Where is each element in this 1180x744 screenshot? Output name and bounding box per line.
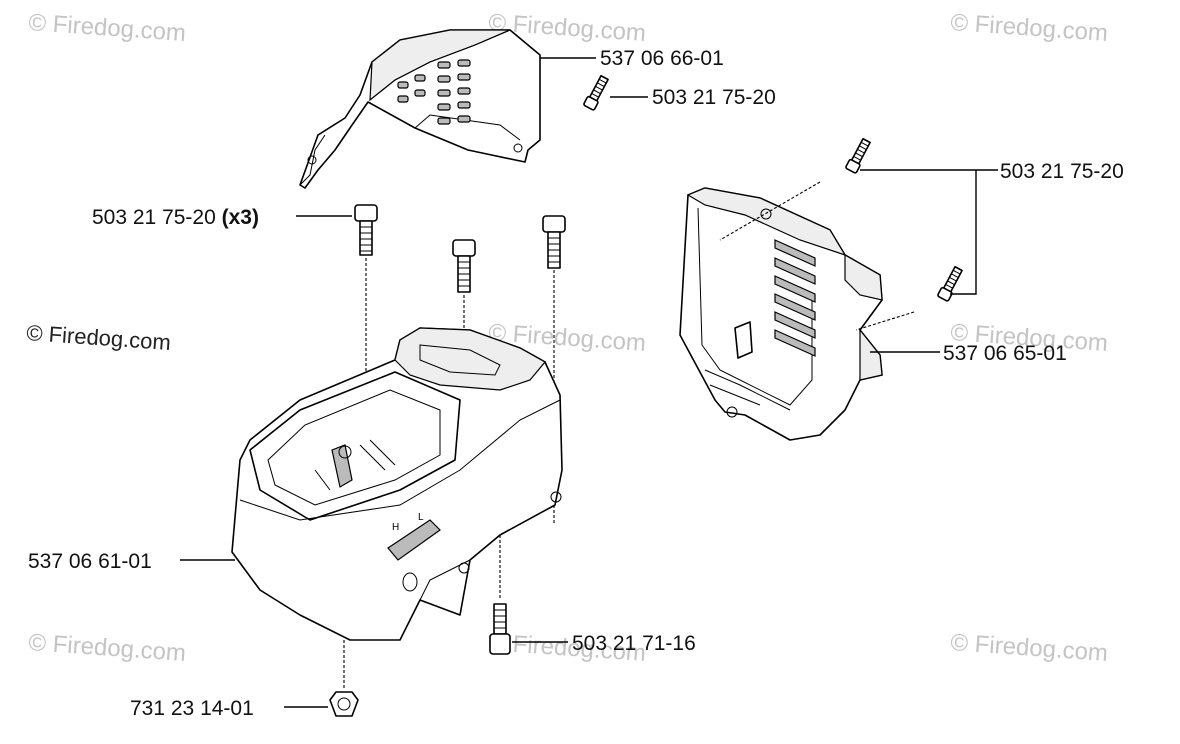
- upper-screw: [583, 74, 609, 111]
- watermark: © Firedog.com: [950, 9, 1109, 47]
- label-upper-cover: 537 06 66-01: [600, 47, 724, 70]
- screw-1: [354, 204, 378, 256]
- watermarks: © Firedog.com © Firedog.com © Firedog.co…: [26, 9, 1109, 667]
- screw-2: [452, 239, 476, 293]
- label-screw-set-qty: (x3): [222, 206, 259, 229]
- nut: [329, 691, 359, 717]
- housing-mark-h: H: [392, 522, 399, 533]
- right-screw-2: [937, 265, 963, 302]
- bottom-screw: [489, 603, 511, 655]
- label-main-housing: 537 06 61-01: [28, 550, 152, 573]
- watermark: © Firedog.com: [950, 629, 1109, 667]
- watermark-dark: © Firedog.com: [26, 320, 172, 355]
- screw-3: [542, 215, 566, 269]
- label-screw-set-number: 503 21 75-20: [92, 206, 222, 229]
- label-upper-screw: 503 21 75-20: [652, 86, 776, 109]
- right-screw-1: [845, 137, 871, 174]
- housing-mark-l: L: [418, 512, 424, 523]
- label-right-cover: 537 06 65-01: [943, 342, 1067, 365]
- label-nut: 731 23 14-01: [130, 697, 254, 720]
- watermark: © Firedog.com: [28, 629, 187, 667]
- upper-cover: [299, 29, 541, 189]
- main-housing: H L: [231, 327, 563, 641]
- label-screw-set: 503 21 75-20 (x3): [92, 206, 259, 229]
- watermark: © Firedog.com: [28, 9, 187, 47]
- label-right-screws: 503 21 75-20: [1000, 160, 1124, 183]
- label-bottom-screw: 503 21 71-16: [572, 632, 696, 655]
- right-cover: [679, 187, 883, 441]
